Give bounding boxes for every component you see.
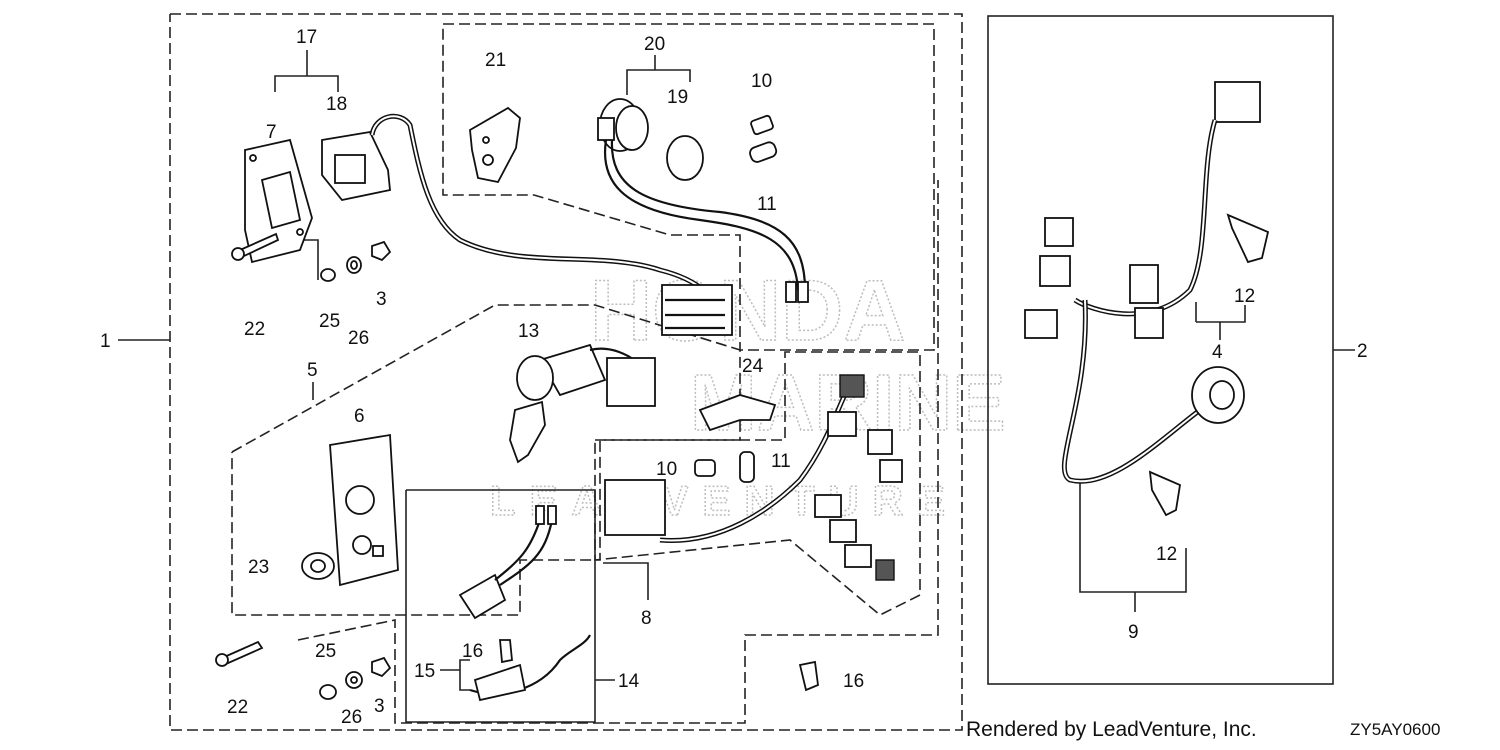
label-2: 2 (1357, 341, 1368, 362)
screw-part-22-lower (215, 640, 264, 667)
label-10-lower: 10 (656, 459, 677, 480)
label-16-right: 16 (843, 671, 864, 692)
group-lower-outline (297, 180, 939, 724)
label-20: 20 (644, 34, 665, 55)
label-26-lower: 26 (341, 707, 362, 728)
keyswitch-part-13 (509, 343, 656, 464)
leader-25-top (300, 239, 319, 280)
label-19: 19 (667, 87, 688, 108)
stop-switch-part-14 (458, 505, 591, 702)
label-3-upper: 3 (376, 289, 387, 310)
assembly-1-outline (169, 13, 963, 731)
label-22-upper: 22 (244, 319, 265, 340)
label-25-upper: 25 (319, 311, 340, 332)
plate-part-7 (244, 138, 313, 264)
rendered-by-credit: Rendered by LeadVenture, Inc. (966, 718, 1257, 741)
watermark-line3: LEADVENTURE (490, 477, 959, 524)
label-3-lower: 3 (374, 696, 385, 717)
clip-part-24 (698, 394, 777, 432)
group-switch-outline (442, 23, 935, 351)
label-14: 14 (618, 671, 640, 692)
switch-part-18 (321, 113, 723, 321)
group-14-outline (405, 489, 596, 723)
label-6: 6 (354, 406, 365, 427)
label-23: 23 (248, 557, 269, 578)
label-10-upper: 10 (751, 71, 772, 92)
bolt-sleeve-lower (694, 451, 755, 483)
label-17: 17 (296, 27, 317, 48)
label-13: 13 (518, 321, 539, 342)
connector-cluster-top (661, 281, 809, 336)
label-4: 4 (1212, 342, 1223, 363)
washers-upper (320, 240, 392, 282)
label-11-upper: 11 (757, 194, 777, 215)
label-12-upper: 12 (1234, 286, 1255, 307)
label-5: 5 (307, 360, 318, 381)
label-8: 8 (641, 608, 652, 629)
group-8-outline (594, 351, 921, 616)
buzzer-part-20 (597, 98, 807, 291)
clip-part-16 (499, 639, 819, 692)
plate-part-6 (329, 433, 399, 587)
callout-labels: 1 2 3 3 4 5 6 7 8 9 10 10 11 11 12 12 13… (100, 27, 1368, 728)
label-15: 15 (414, 661, 435, 682)
diagram-code: ZY5AY0600 (1350, 720, 1441, 739)
harness-part-9 (1061, 299, 1245, 517)
label-26-upper: 26 (348, 328, 369, 349)
nut-part-23 (301, 552, 335, 580)
label-16-left: 16 (462, 641, 483, 662)
watermark-line1: HONDA (590, 263, 905, 359)
leader-lines (118, 50, 1355, 691)
label-11-lower: 11 (771, 451, 791, 472)
label-7: 7 (266, 122, 277, 143)
group-boxes (169, 13, 1334, 731)
screw-part-22-upper (231, 232, 280, 261)
label-25-lower: 25 (315, 641, 336, 662)
label-12-lower: 12 (1156, 544, 1177, 565)
label-18: 18 (326, 94, 347, 115)
label-22-lower: 22 (227, 697, 248, 718)
label-9: 9 (1128, 622, 1139, 643)
bracket-part-21 (469, 106, 521, 184)
harness-part-8 (604, 374, 903, 581)
label-24: 24 (742, 356, 764, 377)
assembly-2-outline (987, 15, 1334, 685)
watermark: HONDA MARINE LEADVENTURE (489, 262, 1006, 525)
harness-part-4 (1024, 81, 1270, 339)
label-1: 1 (100, 331, 111, 352)
label-21: 21 (485, 50, 506, 71)
bolt-sleeve-upper (749, 114, 778, 163)
disc-part-19 (666, 135, 704, 181)
washers-lower (319, 656, 392, 700)
